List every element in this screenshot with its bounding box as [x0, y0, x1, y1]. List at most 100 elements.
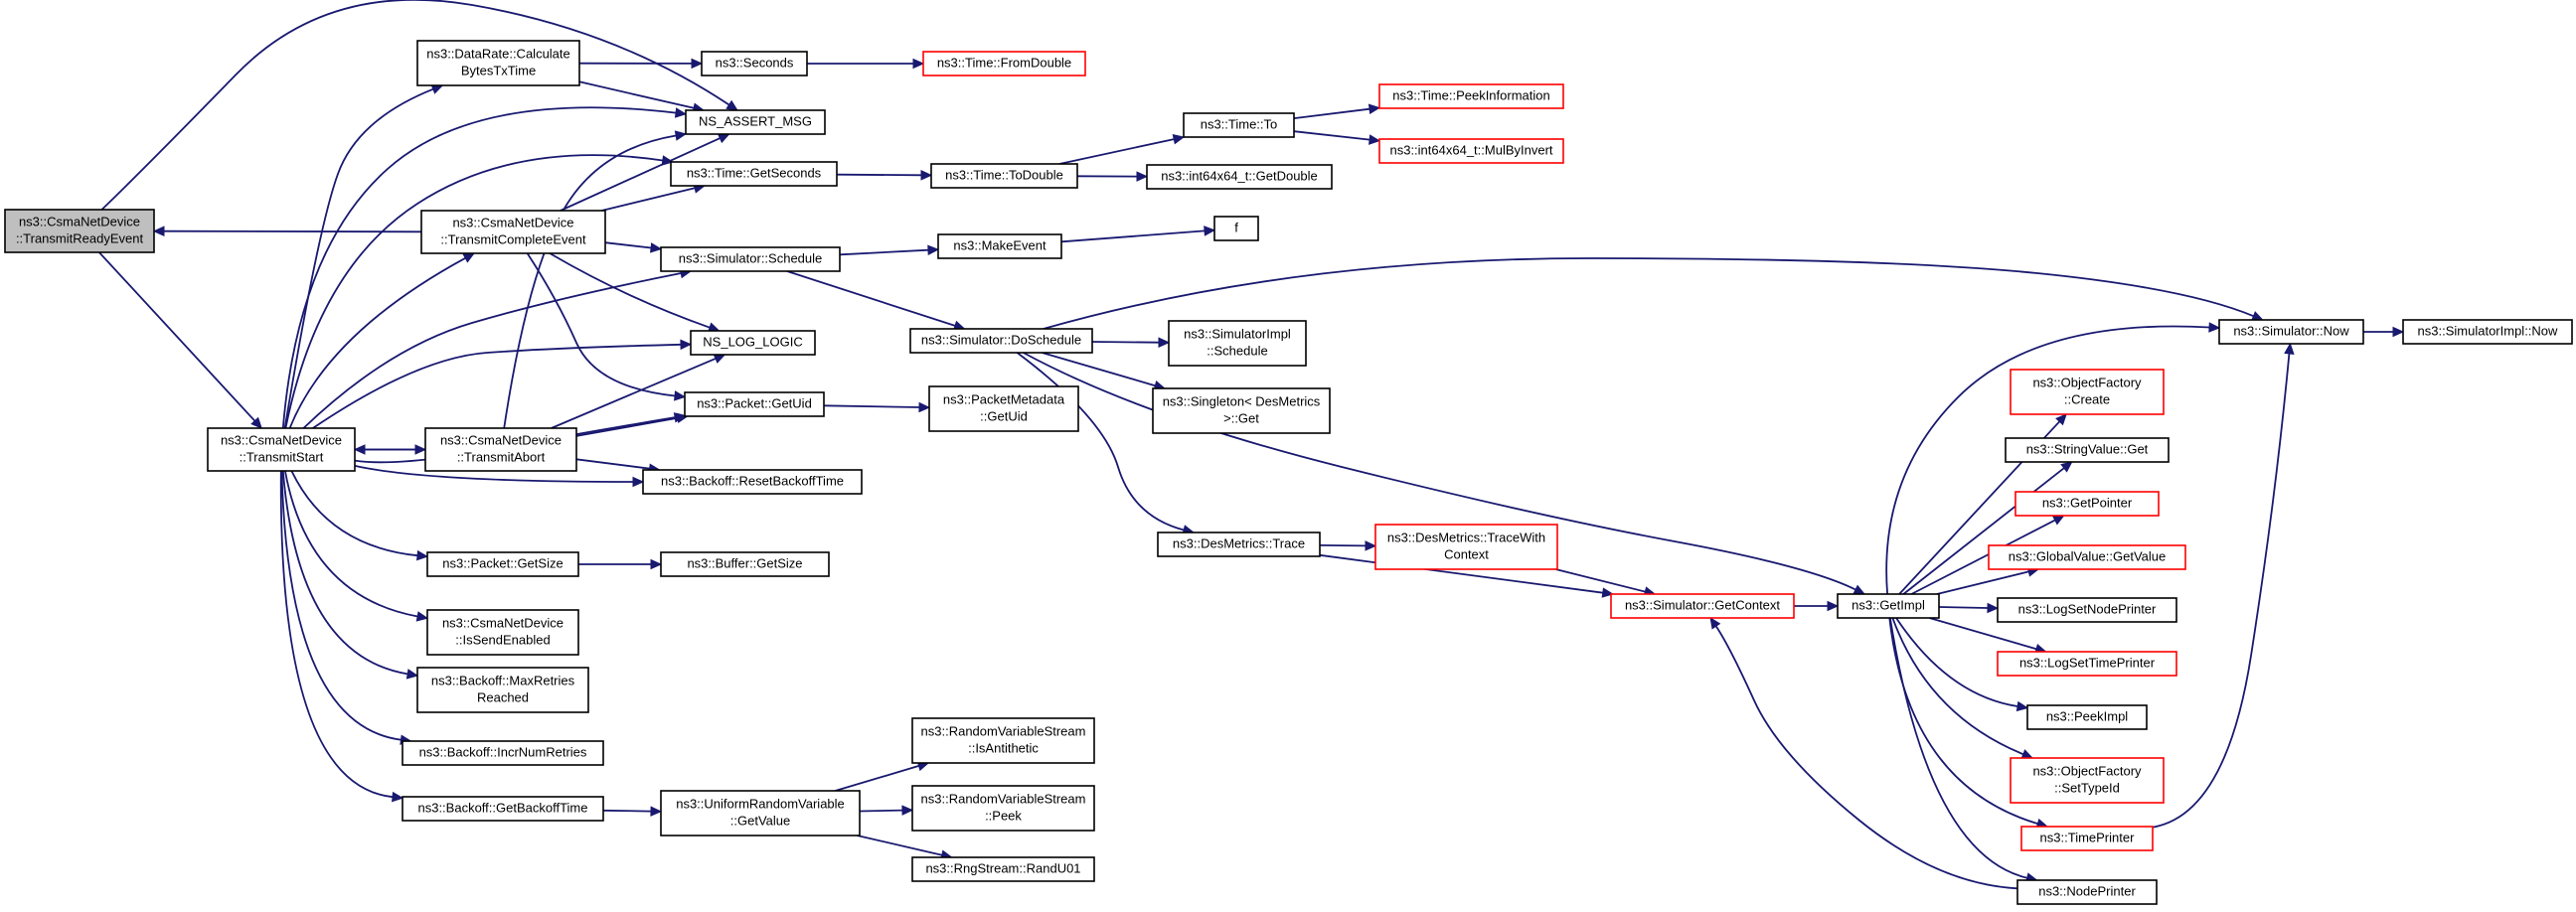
edge-line	[1888, 617, 2038, 825]
node-abort[interactable]: ns3::CsmaNetDevice::TransmitAbort	[424, 427, 577, 472]
node-getpointer[interactable]: ns3::GetPointer	[2014, 491, 2160, 517]
node-doschedule[interactable]: ns3::Simulator::DoSchedule	[909, 328, 1093, 354]
call-edge-start-to-schedule	[302, 267, 693, 429]
arrowhead-icon	[2208, 322, 2221, 333]
node-schedule[interactable]: ns3::Simulator::Schedule	[660, 246, 841, 272]
node-sendenabled[interactable]: ns3::CsmaNetDevice::IsSendEnabled	[426, 609, 579, 656]
edge-line	[281, 470, 408, 676]
node-fromdouble[interactable]: ns3::Time::FromDouble	[922, 51, 1086, 76]
node-ready[interactable]: ns3::CsmaNetDevice::TransmitReadyEvent	[4, 209, 155, 253]
edge-line	[163, 229, 422, 233]
arrowhead-icon	[2055, 413, 2067, 426]
node-trace[interactable]: ns3::DesMetrics::Trace	[1157, 532, 1321, 557]
node-resetbackoff[interactable]: ns3::Backoff::ResetBackoffTime	[642, 469, 863, 495]
node-box	[1213, 216, 1259, 241]
node-box	[2020, 826, 2154, 851]
node-label: ns3::int64x64_t::GetDouble	[1161, 168, 1318, 183]
call-edge-start-to-assert	[281, 106, 688, 429]
node-box	[2218, 319, 2364, 345]
node-antithetic[interactable]: ns3::RandomVariableStream::IsAntithetic	[911, 717, 1095, 764]
node-pmuid[interactable]: ns3::PacketMetadata::GetUid	[928, 385, 1079, 432]
node-stringget[interactable]: ns3::StringValue::Get	[2005, 437, 2170, 463]
node-getbackoff[interactable]: ns3::Backoff::GetBackoffTime	[402, 796, 604, 822]
edge-line	[279, 470, 394, 799]
node-box	[690, 330, 816, 356]
node-uniform[interactable]: ns3::UniformRandomVariable::GetValue	[660, 790, 861, 836]
arrowhead-icon	[632, 476, 645, 488]
call-edge-nodeprinter-to-getcontext	[1709, 616, 2018, 890]
node-label: ns3::ObjectFactory	[2032, 375, 2142, 389]
node-buffersize[interactable]: ns3::Buffer::GetSize	[660, 551, 830, 577]
node-peekinfo[interactable]: ns3::Time::PeekInformation	[1378, 83, 1564, 109]
node-pktsize[interactable]: ns3::Packet::GetSize	[426, 551, 579, 577]
arrowhead-icon	[1136, 171, 1149, 182]
node-peek[interactable]: ns3::RandomVariableStream::Peek	[911, 785, 1095, 832]
node-mulbyinvert[interactable]: ns3::int64x64_t::MulByInvert	[1378, 138, 1564, 164]
node-f[interactable]: f	[1213, 216, 1259, 241]
call-edge-pktsize-to-buffersize	[578, 558, 663, 570]
node-box	[2026, 704, 2148, 730]
node-implnow[interactable]: ns3::SimulatorImpl::Now	[2402, 319, 2573, 345]
node-complete[interactable]: ns3::CsmaNetDevice::TransmitCompleteEven…	[420, 210, 606, 254]
edge-line	[578, 80, 695, 109]
node-implschedule[interactable]: ns3::SimulatorImpl::Schedule	[1168, 320, 1307, 367]
arrowhead-icon	[1158, 337, 1171, 348]
node-box	[416, 667, 589, 713]
edge-line	[1555, 568, 1646, 593]
node-getseconds[interactable]: ns3::Time::GetSeconds	[670, 161, 838, 187]
arrowhead-icon	[405, 669, 419, 680]
node-lognodeprinter[interactable]: ns3::LogSetNodePrinter	[1997, 597, 2177, 623]
node-todouble[interactable]: ns3::Time::ToDouble	[930, 163, 1078, 189]
node-singleton[interactable]: ns3::Singleton< DesMetrics>::Get	[1152, 387, 1331, 434]
call-edge-getimpl-to-peekimpl	[1895, 617, 2029, 712]
node-box	[660, 551, 830, 577]
node-nodeprinter[interactable]: ns3::NodePrinter	[2016, 879, 2158, 905]
node-label: ns3::RandomVariableStream	[921, 723, 1086, 738]
edge-line	[98, 251, 256, 422]
node-objcreate[interactable]: ns3::ObjectFactory::Create	[2010, 369, 2165, 415]
edge-line	[1058, 138, 1175, 165]
arrowhead-icon	[680, 339, 693, 351]
arrowhead-icon	[713, 354, 726, 364]
node-seconds[interactable]: ns3::Seconds	[701, 51, 808, 76]
call-edge-complete-to-schedule	[604, 241, 663, 253]
call-edge-start-to-loglogic	[312, 339, 693, 429]
node-timeto[interactable]: ns3::Time::To	[1183, 112, 1295, 138]
edge-line	[1042, 352, 1156, 387]
edge-line	[575, 416, 679, 437]
node-loglogic[interactable]: NS_LOG_LOGIC	[690, 330, 816, 356]
node-label: ns3::DataRate::Calculate	[426, 46, 570, 61]
node-start[interactable]: ns3::CsmaNetDevice::TransmitStart	[207, 427, 356, 472]
arrowhead-icon	[725, 99, 738, 111]
arrowhead-icon	[717, 133, 730, 144]
node-logtimeprinter[interactable]: ns3::LogSetTimePrinter	[1997, 651, 2177, 677]
node-getuid[interactable]: ns3::Packet::GetUid	[684, 391, 825, 417]
node-label: ns3::StringValue::Get	[2026, 441, 2149, 456]
node-settypeid[interactable]: ns3::ObjectFactory::SetTypeId	[2010, 757, 2165, 804]
edge-line	[601, 187, 696, 212]
node-getcontext[interactable]: ns3::Simulator::GetContext	[1610, 593, 1795, 619]
node-label: ns3::CsmaNetDevice	[452, 215, 573, 229]
node-assert[interactable]: NS_ASSERT_MSG	[685, 109, 826, 135]
node-getdouble[interactable]: ns3::int64x64_t::GetDouble	[1146, 164, 1333, 190]
node-makeevent[interactable]: ns3::MakeEvent	[937, 233, 1062, 259]
node-label: ::Create	[2064, 391, 2110, 406]
node-globalget[interactable]: ns3::GlobalValue::GetValue	[1988, 544, 2186, 570]
node-incrretries[interactable]: ns3::Backoff::IncrNumRetries	[402, 740, 604, 766]
node-peekimpl[interactable]: ns3::PeekImpl	[2026, 704, 2148, 730]
arrowhead-icon	[1365, 540, 1377, 551]
edge-line	[503, 134, 677, 429]
node-timeprinter[interactable]: ns3::TimePrinter	[2020, 826, 2154, 851]
node-label: ns3::Time::GetSeconds	[687, 165, 822, 180]
node-label: ns3::RandomVariableStream	[921, 791, 1086, 806]
node-randu01[interactable]: ns3::RngStream::RandU01	[911, 856, 1095, 882]
edge-line	[551, 358, 717, 429]
node-box	[642, 469, 863, 495]
edge-line	[354, 465, 634, 483]
node-box	[911, 785, 1095, 832]
node-getimpl[interactable]: ns3::GetImpl	[1837, 593, 1940, 619]
node-now[interactable]: ns3::Simulator::Now	[2218, 319, 2364, 345]
